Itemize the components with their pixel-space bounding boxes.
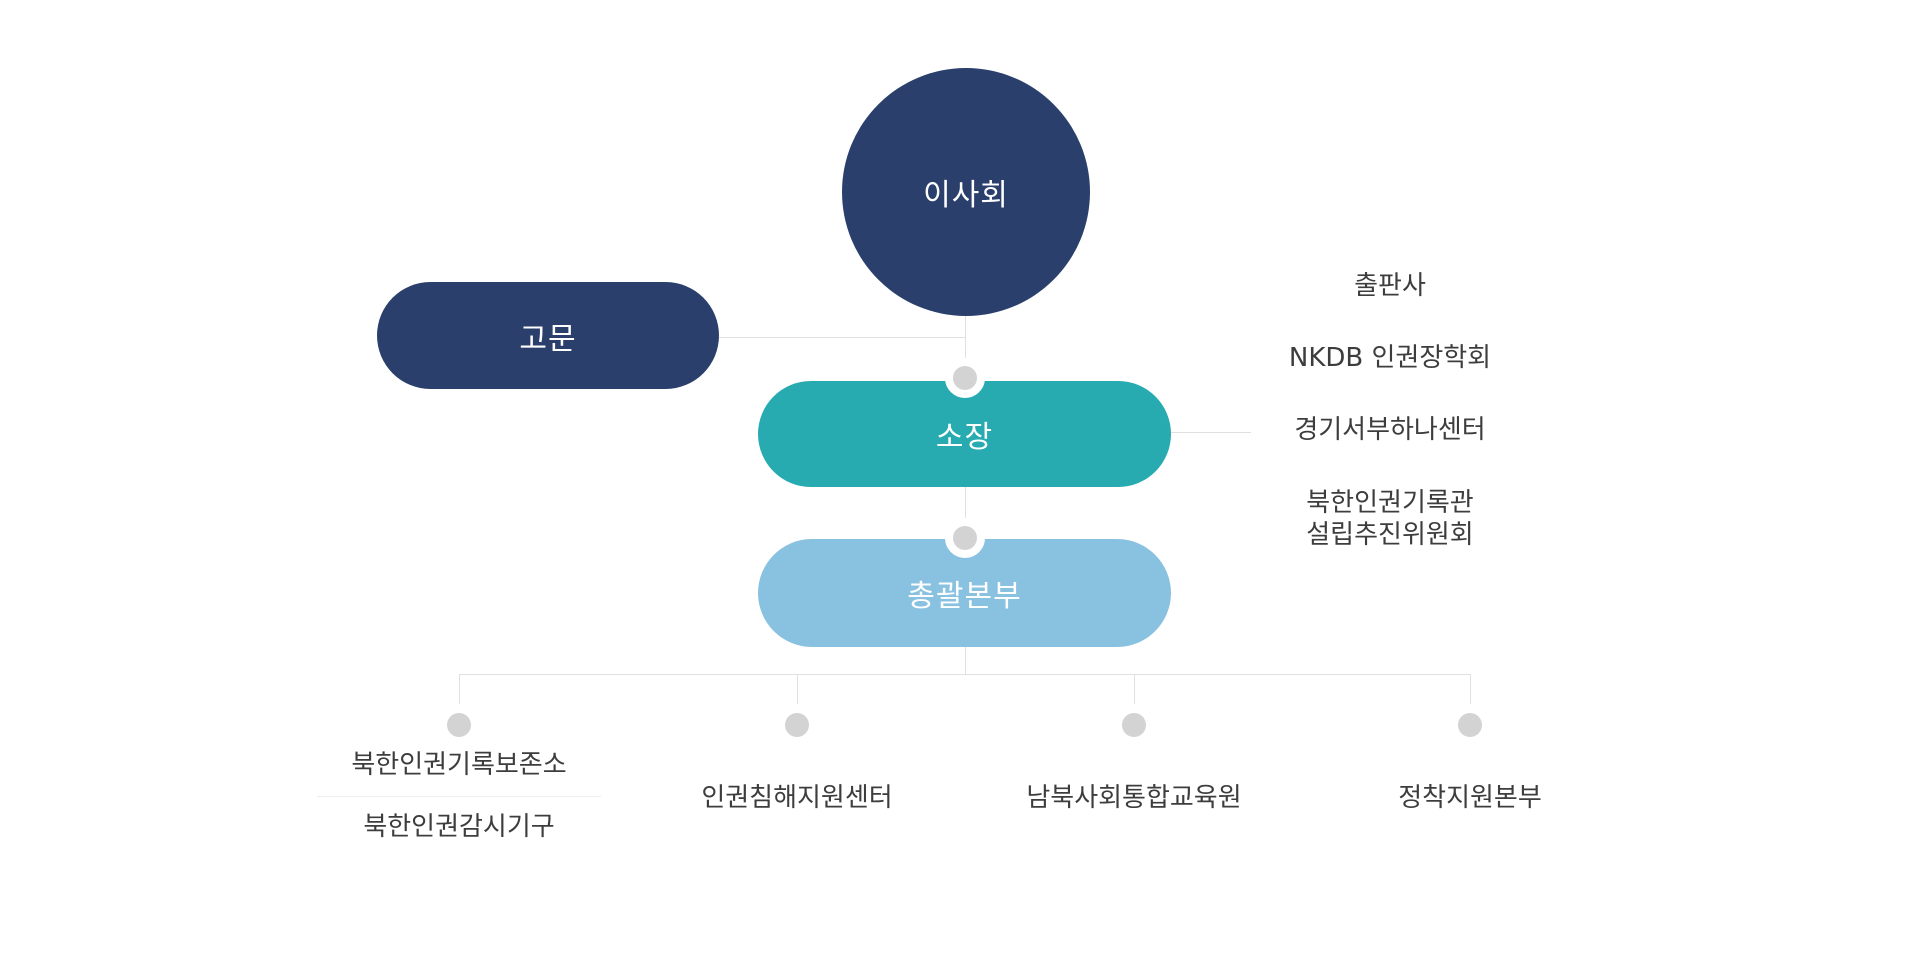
- branch-1-item-1: 북한인권기록보존소: [351, 750, 567, 780]
- connector-hq-branches: [965, 647, 966, 674]
- connector-director-affiliates: [1171, 432, 1251, 433]
- connector-branch-1: [459, 674, 460, 704]
- branch-dot-3: [1122, 713, 1146, 737]
- branch-4-item-1: 정착지원본부: [1398, 783, 1542, 813]
- connector-board-director: [965, 316, 966, 382]
- branch-1-divider: [317, 796, 601, 797]
- hq-label: 총괄본부: [907, 579, 1022, 614]
- affiliate-museum-line2: 설립추진위원회: [1306, 520, 1474, 550]
- affiliate-publisher: 출판사: [1354, 271, 1426, 301]
- connector-branch-3: [1134, 674, 1135, 704]
- board-label: 이사회: [923, 178, 1009, 213]
- director-label: 소장: [935, 420, 994, 455]
- connector-branch-2: [797, 674, 798, 704]
- connector-advisor: [719, 337, 966, 338]
- connector-branch-4: [1470, 674, 1471, 704]
- branch-1-item-2: 북한인권감시기구: [363, 812, 555, 842]
- connector-dot-director: [945, 358, 985, 398]
- director-node: 소장: [758, 381, 1171, 487]
- branch-dot-1: [447, 713, 471, 737]
- affiliate-museum-line1: 북한인권기록관: [1306, 488, 1474, 518]
- connector-director-hq: [965, 487, 966, 540]
- connector-dot-hq: [945, 518, 985, 558]
- advisor-label: 고문: [519, 321, 577, 357]
- affiliate-center: 경기서부하나센터: [1294, 415, 1486, 445]
- advisor-node: 고문: [377, 282, 719, 389]
- branch-dot-4: [1458, 713, 1482, 737]
- affiliate-society: NKDB 인권장학회: [1288, 343, 1492, 373]
- branch-dot-2: [785, 713, 809, 737]
- board-node: 이사회: [842, 68, 1090, 316]
- connector-branch-bar: [459, 674, 1471, 675]
- branch-2-item-1: 인권침해지원센터: [701, 783, 893, 813]
- branch-3-item-1: 남북사회통합교육원: [1026, 783, 1242, 813]
